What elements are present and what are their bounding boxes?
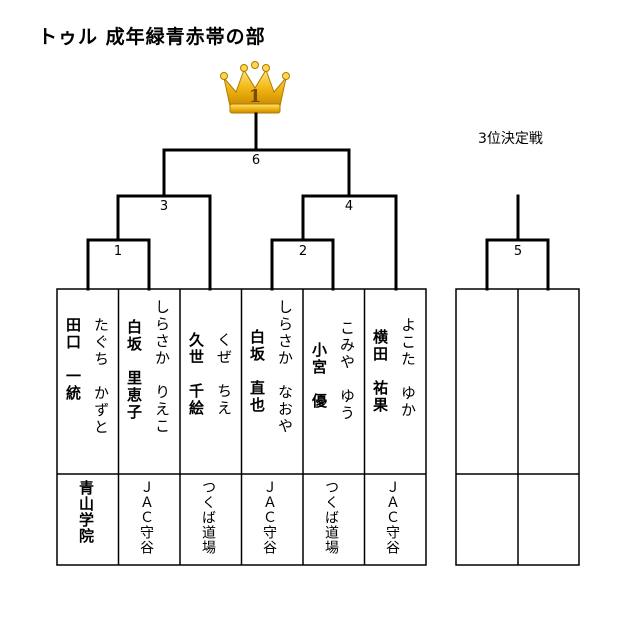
club-cell: ＪＡＣ守谷 xyxy=(118,474,179,564)
entrant-name: 横田 祐果 xyxy=(371,329,389,414)
entrant-kana: たぐち かずと xyxy=(92,317,110,436)
entrant-name: 久世 千絵 xyxy=(187,332,205,417)
entrant-kana: よこた ゆか xyxy=(399,317,417,419)
entrant-cell: しらさか なおや 白坂 直也 xyxy=(241,295,302,470)
entrant-name: 小宮 優 xyxy=(310,342,328,410)
club-cell: ＪＡＣ守谷 xyxy=(364,474,425,564)
entrant-cell: こみや ゆう 小宮 優 xyxy=(303,316,364,466)
club-name: つくば道場 xyxy=(323,480,339,555)
entrant-cell: よこた ゆか 横田 祐果 xyxy=(364,313,425,468)
entrant-name: 田口 一統 xyxy=(64,317,82,402)
page-title: トゥル 成年緑青赤帯の部 xyxy=(38,26,266,48)
match-label-4: 4 xyxy=(344,199,354,214)
entrant-kana: こみや ゆう xyxy=(338,320,356,422)
club-name: ＪＡＣ守谷 xyxy=(138,480,154,555)
club-name: ＪＡＣ守谷 xyxy=(261,480,277,555)
club-name: 青山学院 xyxy=(77,480,95,544)
entrant-kana: しらさか なおや xyxy=(276,299,294,435)
entrant-cell: くぜ ちえ 久世 千絵 xyxy=(180,328,241,468)
match-label-5: 5 xyxy=(513,244,523,259)
entrant-kana: しらさか りえこ xyxy=(153,299,171,435)
match-label-1: 1 xyxy=(113,244,123,259)
crown-icon: 1 xyxy=(220,61,290,114)
crown-number: 1 xyxy=(249,86,262,107)
club-cell: ＪＡＣ守谷 xyxy=(241,474,302,564)
club-cell: つくば道場 xyxy=(180,474,241,564)
entrant-name: 白坂 里恵子 xyxy=(125,319,143,421)
match-label-3: 3 xyxy=(159,199,169,214)
third-place-title: 3位決定戦 xyxy=(478,131,543,147)
match-label-2: 2 xyxy=(298,244,308,259)
club-name: つくば道場 xyxy=(200,480,216,555)
club-cell: 青山学院 xyxy=(57,474,118,564)
entrant-cell: たぐち かずと 田口 一統 xyxy=(57,313,118,473)
entrant-cell: しらさか りえこ 白坂 里恵子 xyxy=(118,295,179,470)
club-cell: つくば道場 xyxy=(303,474,364,564)
entrant-name: 白坂 直也 xyxy=(248,329,266,414)
club-name: ＪＡＣ守谷 xyxy=(384,480,400,555)
entrant-kana: くぜ ちえ xyxy=(215,332,233,417)
match-label-6: 6 xyxy=(251,153,261,168)
